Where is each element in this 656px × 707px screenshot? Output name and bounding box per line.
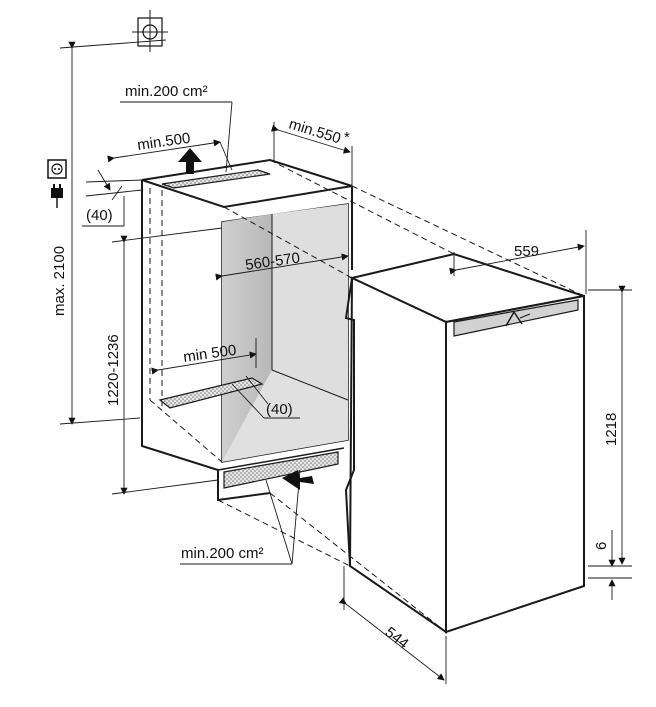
- dimension-lines: [59, 39, 632, 684]
- vent-bottom-area-label: min.200 cm²: [181, 545, 264, 562]
- appliance-depth-label: 544: [382, 624, 412, 653]
- centre-mark-icon: [132, 10, 168, 52]
- niche-cabinet: [141, 158, 353, 502]
- depth-star-label: *: [344, 129, 350, 146]
- foot-height-label: 6: [593, 542, 610, 550]
- max-height-label: max. 2100: [51, 246, 68, 316]
- vent-top-area-label: min.200 cm²: [125, 83, 208, 100]
- appliance-width-label: 559: [514, 243, 539, 260]
- appliance-fridge: [344, 252, 585, 634]
- socket-icon: [47, 159, 67, 179]
- plug-icon: [51, 184, 63, 208]
- appliance-height-label: 1218: [603, 413, 620, 446]
- niche-height-label: 1220-1236: [105, 334, 122, 406]
- gap-top-label: (40): [86, 207, 113, 224]
- gap-bottom-label: (40): [266, 401, 293, 418]
- vent-top-width-label: min.500: [136, 130, 191, 154]
- depth-min-label: min.550: [287, 116, 343, 148]
